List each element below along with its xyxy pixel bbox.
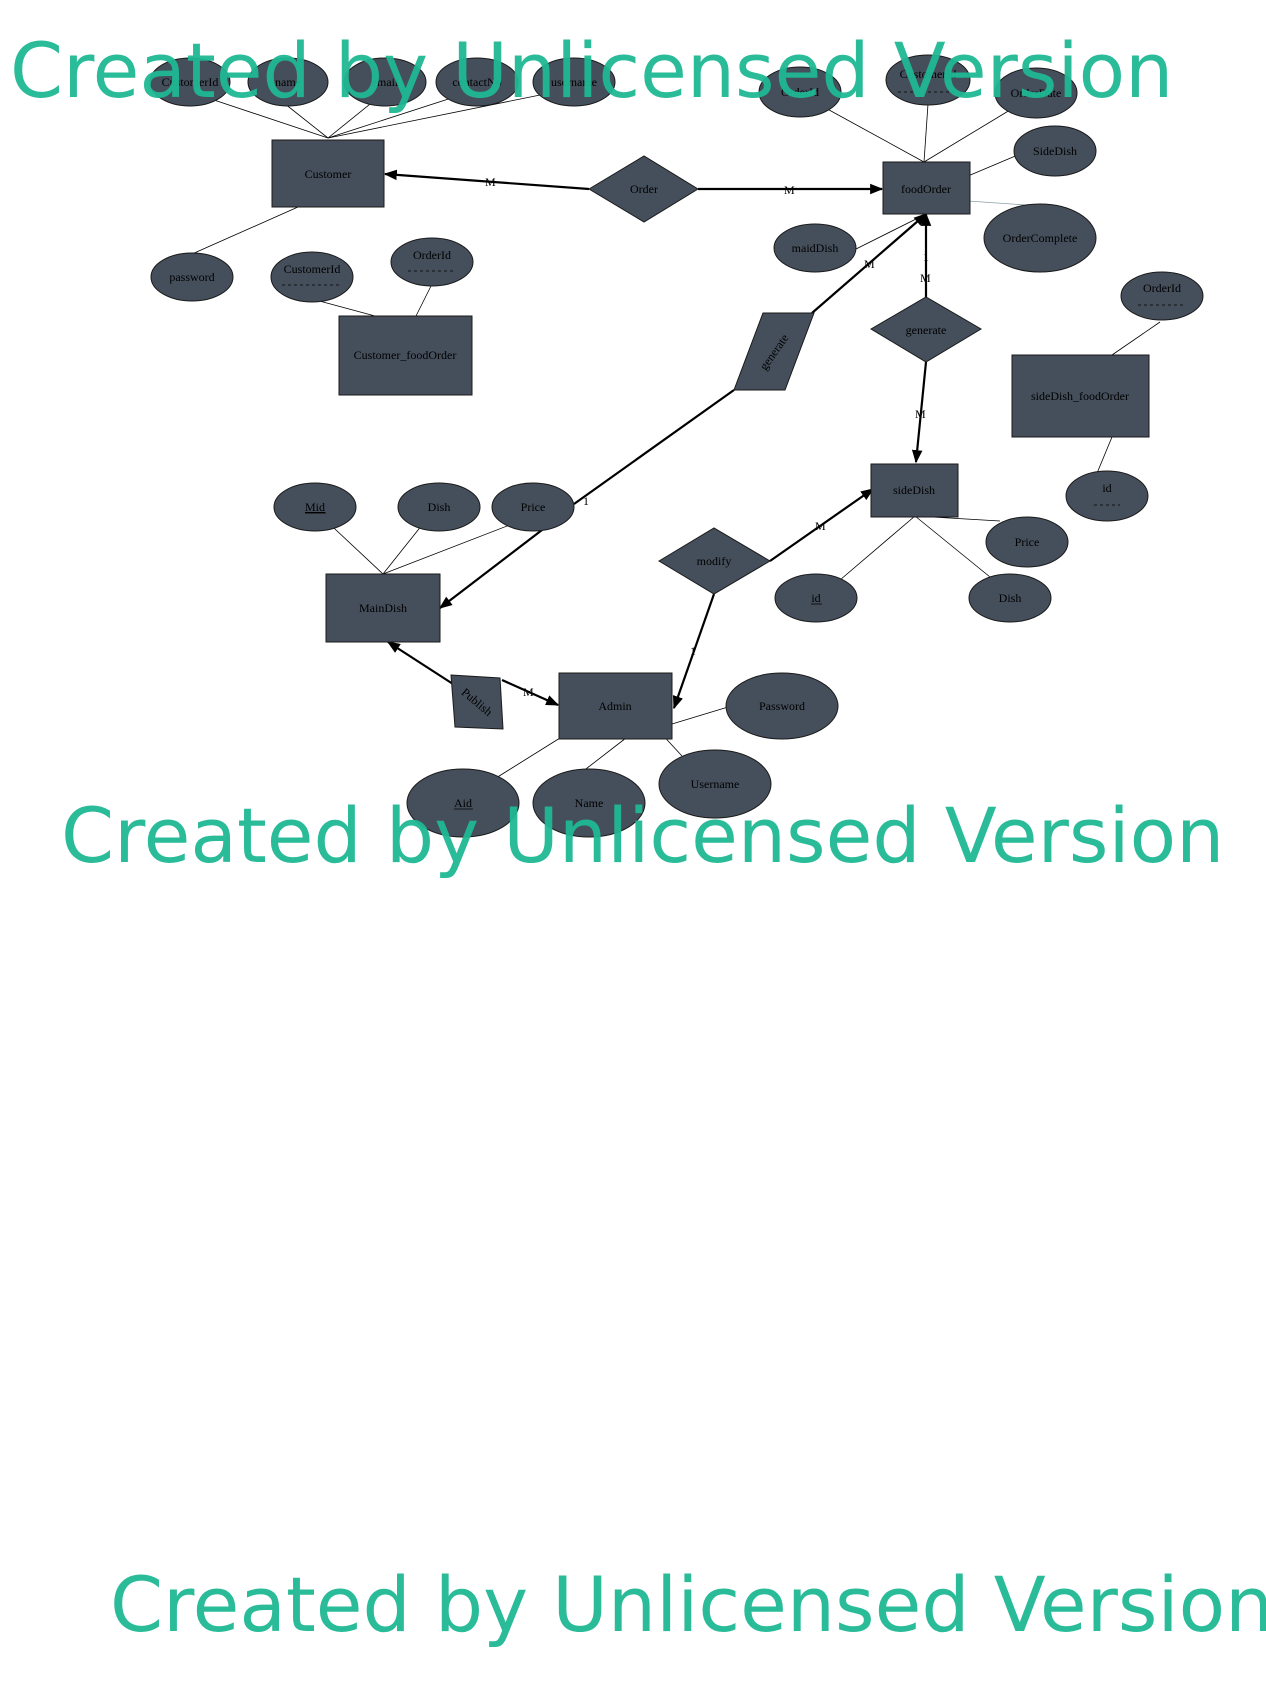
- attribute-order-date: OrderDate: [994, 67, 1078, 119]
- svg-text:OrderId: OrderId: [413, 248, 451, 262]
- cardinality-label: M: [815, 519, 826, 533]
- attribute-contact-no: contactNo: [435, 57, 519, 107]
- watermark-middle: Created by Unlicensed Version: [61, 791, 1225, 880]
- entity-side-dish-label: sideDish: [893, 483, 935, 497]
- attribute-password: password: [150, 252, 234, 302]
- cardinality-label: 1: [690, 644, 696, 658]
- attribute-order-complete: OrderComplete: [983, 203, 1097, 273]
- attribute-side-dish-dish: Dish: [968, 573, 1052, 623]
- watermark-top: Created by Unlicensed Version: [10, 26, 1174, 115]
- entity-main-dish[interactable]: MainDish: [325, 573, 441, 643]
- attribute-email: email: [343, 57, 427, 107]
- entity-customer-food-order[interactable]: Customer_foodOrder: [338, 315, 473, 396]
- cardinality-label: 1: [923, 250, 929, 264]
- attribute-sdfo-id: id: [1065, 470, 1149, 522]
- svg-text:Dish: Dish: [999, 591, 1022, 605]
- svg-text:Mid: Mid: [305, 500, 325, 514]
- entity-customer-label: Customer: [305, 167, 352, 181]
- cardinality-label: M: [523, 685, 534, 699]
- entity-food-order-label: foodOrder: [901, 182, 951, 196]
- entity-main-dish-label: MainDish: [359, 601, 407, 615]
- svg-text:OrderId: OrderId: [781, 85, 819, 99]
- svg-text:OrderId: OrderId: [1143, 281, 1181, 295]
- svg-text:maidDish: maidDish: [792, 241, 839, 255]
- entity-side-dish-food-order-label: sideDish_foodOrder: [1031, 389, 1129, 403]
- cardinality-label: M: [915, 407, 926, 421]
- attribute-side-dish-price: Price: [985, 516, 1069, 568]
- watermark-bottom: Created by Unlicensed Version: [110, 1560, 1266, 1649]
- entity-admin[interactable]: Admin: [558, 672, 673, 740]
- relationship-generate-main[interactable]: generate: [733, 312, 815, 391]
- attribute-maid-dish: maidDish: [773, 223, 857, 273]
- cardinality-label: M: [485, 175, 496, 189]
- cardinality-label: M: [920, 271, 931, 285]
- attribute-customer-id: CustomerId: [149, 57, 231, 107]
- cardinality-labels: M M M 1 1 M M M 1 M: [485, 175, 931, 699]
- svg-text:password: password: [169, 270, 214, 284]
- svg-text:contactNo: contactNo: [452, 75, 501, 89]
- svg-text:id: id: [811, 591, 820, 605]
- attribute-name: name: [247, 57, 329, 107]
- attribute-mid: Mid: [273, 482, 357, 532]
- relationship-modify[interactable]: modify: [658, 527, 771, 595]
- entity-customer-food-order-label: Customer_foodOrder: [354, 348, 457, 362]
- svg-text:Price: Price: [521, 500, 546, 514]
- attribute-fo-customer-id: CustomerId: [885, 54, 971, 106]
- entity-side-dish-food-order[interactable]: sideDish_foodOrder: [1011, 354, 1150, 438]
- relationship-publish[interactable]: Publish: [450, 674, 504, 730]
- svg-text:Aid: Aid: [454, 796, 472, 810]
- attribute-sdfo-order-id: OrderId: [1120, 271, 1204, 321]
- relationship-generate-side-label: generate: [906, 323, 947, 337]
- attribute-admin-password: Password: [725, 672, 839, 740]
- svg-text:Price: Price: [1015, 535, 1040, 549]
- svg-text:Name: Name: [575, 796, 604, 810]
- attribute-username: username: [532, 57, 616, 107]
- svg-text:name: name: [275, 75, 301, 89]
- svg-text:Dish: Dish: [428, 500, 451, 514]
- attribute-main-dish-dish: Dish: [397, 482, 481, 532]
- relationship-connectors: [383, 169, 932, 710]
- entity-admin-label: Admin: [598, 699, 631, 713]
- cardinality-label: M: [864, 257, 875, 271]
- svg-text:OrderComplete: OrderComplete: [1003, 231, 1078, 245]
- relationship-order-label: Order: [630, 182, 658, 196]
- entity-food-order[interactable]: foodOrder: [882, 161, 971, 215]
- relationship-modify-label: modify: [697, 554, 732, 568]
- svg-text:CustomerId: CustomerId: [162, 75, 219, 89]
- attribute-aid: Aid: [406, 768, 520, 838]
- svg-text:email: email: [372, 75, 399, 89]
- svg-text:OrderDate: OrderDate: [1011, 86, 1062, 100]
- relationship-generate-side[interactable]: generate: [870, 296, 982, 363]
- entity-side-dish[interactable]: sideDish: [870, 463, 959, 518]
- svg-text:SideDish: SideDish: [1033, 144, 1077, 158]
- svg-text:CustomerId: CustomerId: [900, 67, 957, 81]
- svg-text:CustomerId: CustomerId: [284, 262, 341, 276]
- attribute-order-id: OrderId: [758, 66, 842, 118]
- svg-text:id: id: [1102, 481, 1111, 495]
- attribute-admin-username: Username: [658, 749, 772, 819]
- attribute-main-dish-price: Price: [491, 482, 575, 532]
- attribute-cfo-customer-id: CustomerId: [270, 251, 354, 303]
- attribute-side-dish-id: id: [774, 573, 858, 623]
- cardinality-label: 1: [583, 494, 589, 508]
- svg-text:Username: Username: [691, 777, 740, 791]
- attribute-side-dish-ref: SideDish: [1013, 125, 1097, 177]
- attribute-cfo-order-id: OrderId: [390, 237, 474, 287]
- entity-customer[interactable]: Customer: [271, 139, 385, 208]
- svg-text:Password: Password: [759, 699, 805, 713]
- svg-text:username: username: [551, 75, 597, 89]
- relationship-order[interactable]: Order: [588, 155, 699, 223]
- cardinality-label: M: [784, 183, 795, 197]
- attribute-connectors: [189, 91, 1161, 779]
- attribute-admin-name: Name: [532, 768, 646, 838]
